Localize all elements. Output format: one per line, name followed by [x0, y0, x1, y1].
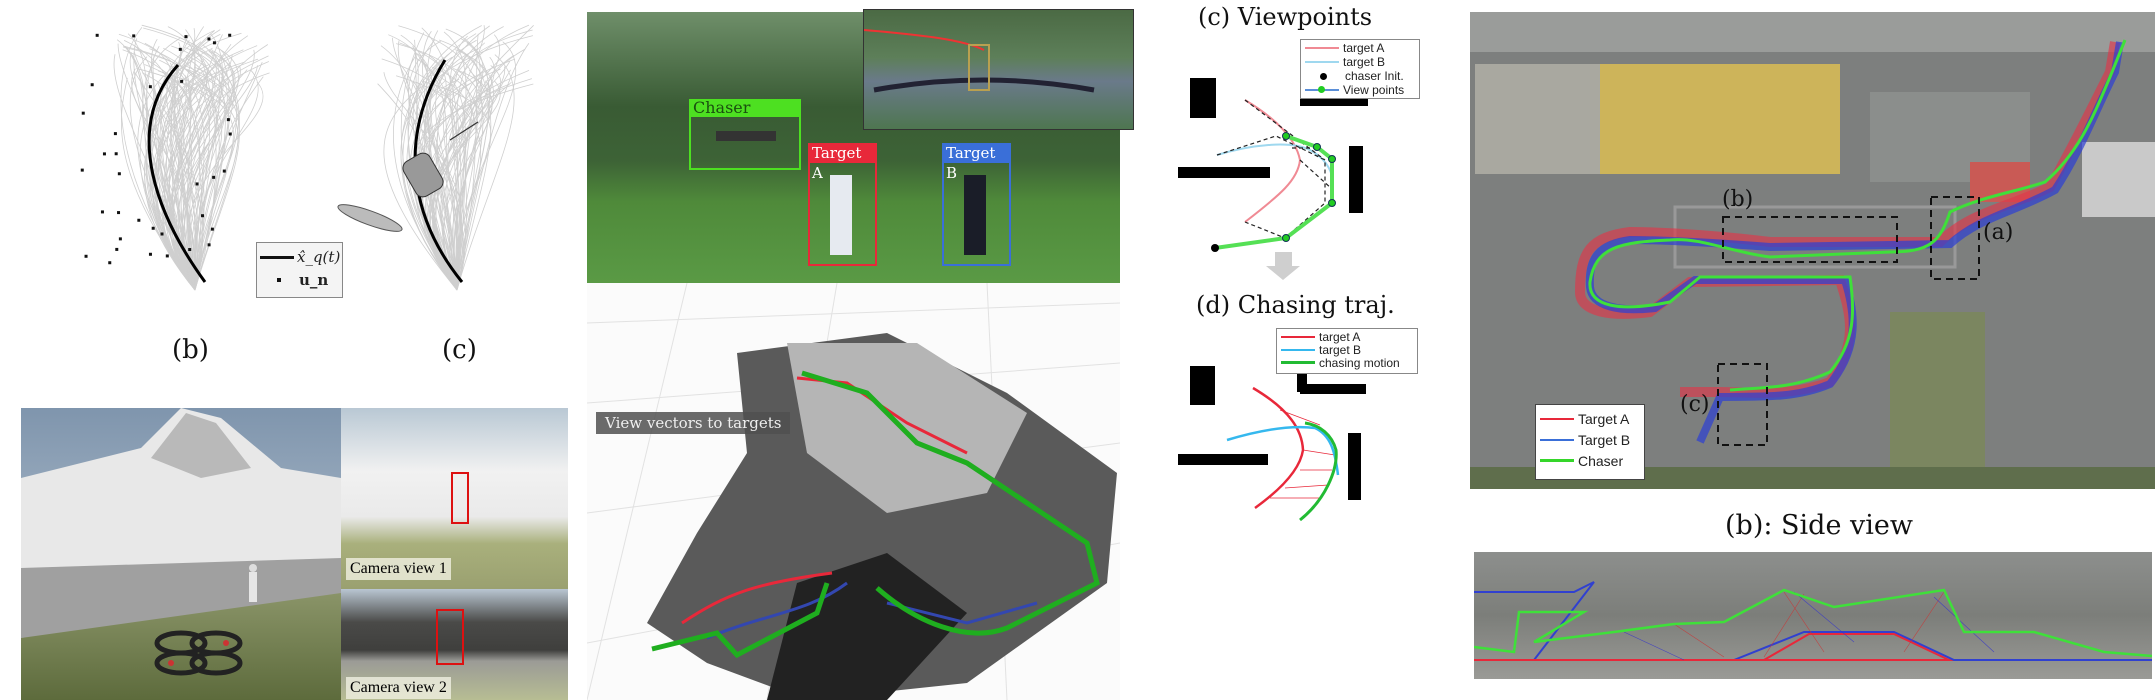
trajectory-plot-panel: x̂_q(t) u_n (b) (c) — [0, 0, 580, 380]
down-arrow-icon — [1266, 252, 1300, 280]
viewpoints-legend: target A target B chaser Init. View poin… — [1300, 39, 1420, 99]
planning-plots — [1178, 67, 1368, 522]
viewpoints-chaser-path — [1214, 134, 1334, 250]
viewpoints-dashed-links — [1216, 99, 1333, 239]
chaser-bounding-box: Chaser — [689, 99, 801, 170]
simulation-panel: Camera view 1 Camera view 2 — [21, 408, 568, 700]
region-b-box — [1722, 216, 1898, 263]
point-cloud-panel: View vectors to targets — [587, 283, 1120, 700]
chasing-target-a — [1252, 386, 1305, 510]
viewpoints-target-a — [1244, 99, 1302, 223]
obstacles-c — [1178, 67, 1368, 213]
legend-label: target A — [1343, 41, 1385, 55]
simulation-main-view — [21, 408, 341, 700]
person-a — [830, 175, 852, 255]
target-a-label: Target A — [808, 143, 877, 182]
planning-panel: (c) Viewpoints target A target B chaser … — [1160, 0, 1460, 700]
aerial-map-drawing — [1470, 12, 2155, 489]
side-view-drawing — [1474, 581, 2152, 661]
region-b-label: (b) — [1722, 187, 1754, 212]
target-a-bounding-box: Target A — [808, 143, 877, 266]
aerial-legend: Target A Target B Chaser — [1535, 404, 1645, 480]
target-b-path — [706, 581, 1038, 640]
side-target-a — [1474, 633, 1950, 661]
person-figure — [249, 564, 257, 602]
caption-b: (b) — [172, 335, 209, 365]
trajectory-legend: x̂_q(t) u_n — [256, 242, 343, 298]
target-b-bounding-box: Target B — [942, 143, 1011, 266]
target-bounding-box — [451, 472, 469, 524]
legend-label: Target A — [1578, 410, 1630, 427]
legend-label: chaser Init. — [1345, 69, 1404, 83]
chasing-target-b — [1226, 425, 1340, 476]
chasing-motion — [1299, 421, 1338, 522]
camera-view-1-label: Camera view 1 — [346, 558, 451, 580]
caption-c: (c) — [442, 335, 477, 365]
legend-label: View points — [1343, 83, 1405, 97]
legend-label: chasing motion — [1319, 355, 1400, 370]
sample-points — [80, 33, 232, 265]
obstacles-d — [1178, 366, 1366, 500]
legend-line-chasing — [1281, 361, 1315, 364]
legend-label-mean-traj: x̂_q(t) — [297, 248, 341, 266]
chaser-trajectory — [1588, 39, 2127, 392]
legend-label: target B — [1319, 342, 1362, 357]
drone-icon — [154, 630, 243, 676]
legend-line-target-b — [1540, 438, 1574, 441]
legend-label: target B — [1343, 55, 1386, 69]
viewpoints-target-b — [1216, 143, 1334, 190]
legend-label-samples: u_n — [299, 271, 329, 289]
target-b-label: Target B — [942, 143, 1011, 182]
legend-label: Target B — [1578, 431, 1631, 448]
real-experiment-photo: Chaser Target A Target B — [587, 9, 1134, 283]
side-view-title: (b): Side view — [1725, 510, 1913, 541]
camera-view-2: Camera view 2 — [341, 589, 568, 700]
target-b-trajectory — [1585, 41, 2124, 444]
chasing-legend: target A target B chasing motion — [1276, 328, 1418, 374]
aerial-map: (b) (a) (c) Target A Target B Chaser — [1470, 12, 2155, 489]
view-vectors-label: View vectors to targets — [596, 412, 791, 434]
legend-line-target-a — [1281, 335, 1315, 338]
region-c-box — [1717, 363, 1768, 446]
chasing-traj-title: (d) Chasing traj. — [1196, 291, 1395, 319]
chaser-path — [651, 370, 1100, 659]
side-target-b — [1474, 581, 2152, 661]
legend-line-target-a — [1540, 417, 1574, 420]
viewpoints-title: (c) Viewpoints — [1198, 3, 1373, 31]
region-a-box — [1930, 196, 1980, 280]
legend-label: Chaser — [1578, 452, 1624, 469]
legend-line-target-b — [1281, 348, 1315, 351]
legend-line-mean-traj — [260, 255, 294, 259]
drone-icon — [716, 131, 776, 141]
legend-line-target-b — [1305, 61, 1339, 63]
region-c-label: (c) — [1680, 392, 1710, 417]
camera-view-1: Camera view 1 — [341, 408, 568, 589]
target-bounding-box — [436, 609, 464, 665]
mean-trajectory-b — [147, 64, 207, 283]
person-b — [964, 175, 986, 255]
camera-view-2-label: Camera view 2 — [346, 677, 451, 699]
cylinder-obstacle — [337, 121, 479, 232]
inset-overlay — [864, 29, 1095, 93]
legend-dot-icon — [277, 278, 281, 282]
trajectory-plots — [80, 24, 534, 291]
side-view-strip — [1474, 552, 2152, 679]
chaser-label: Chaser — [689, 99, 801, 117]
sampled-trajectories-b — [113, 24, 270, 291]
legend-marker-viewpoints — [1305, 86, 1339, 93]
legend-label: target A — [1319, 329, 1361, 344]
onboard-camera-inset — [863, 9, 1134, 130]
sampled-trajectories-c — [377, 24, 534, 291]
region-a-label: (a) — [1983, 220, 2014, 245]
legend-line-chaser — [1540, 459, 1574, 462]
point-cloud-visualization — [587, 283, 1120, 700]
legend-dot-chaser-init — [1320, 72, 1327, 80]
legend-line-target-a — [1305, 47, 1339, 49]
side-chaser — [1474, 588, 2152, 658]
